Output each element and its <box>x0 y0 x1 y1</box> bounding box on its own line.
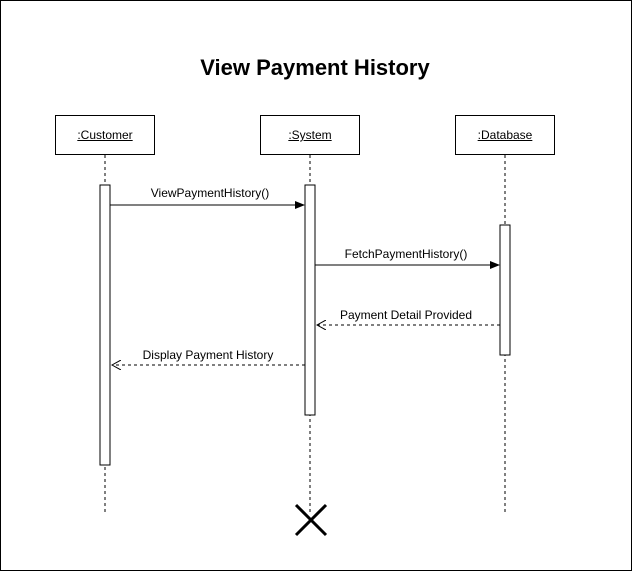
message-label-fetch-payment-history: FetchPaymentHistory() <box>344 247 468 261</box>
activation-customer <box>99 184 111 466</box>
message-label-view-payment-history: ViewPaymentHistory() <box>150 186 270 200</box>
activation-system <box>304 184 316 416</box>
message-label-payment-detail: Payment Detail Provided <box>339 308 473 322</box>
destroy-x-icon <box>294 503 328 537</box>
activation-database <box>499 224 511 356</box>
participant-customer: :Customer <box>55 115 155 155</box>
message-label-display-history: Display Payment History <box>142 348 274 362</box>
participant-system: :System <box>260 115 360 155</box>
participant-database: :Database <box>455 115 555 155</box>
diagram-title: View Payment History <box>200 55 430 80</box>
